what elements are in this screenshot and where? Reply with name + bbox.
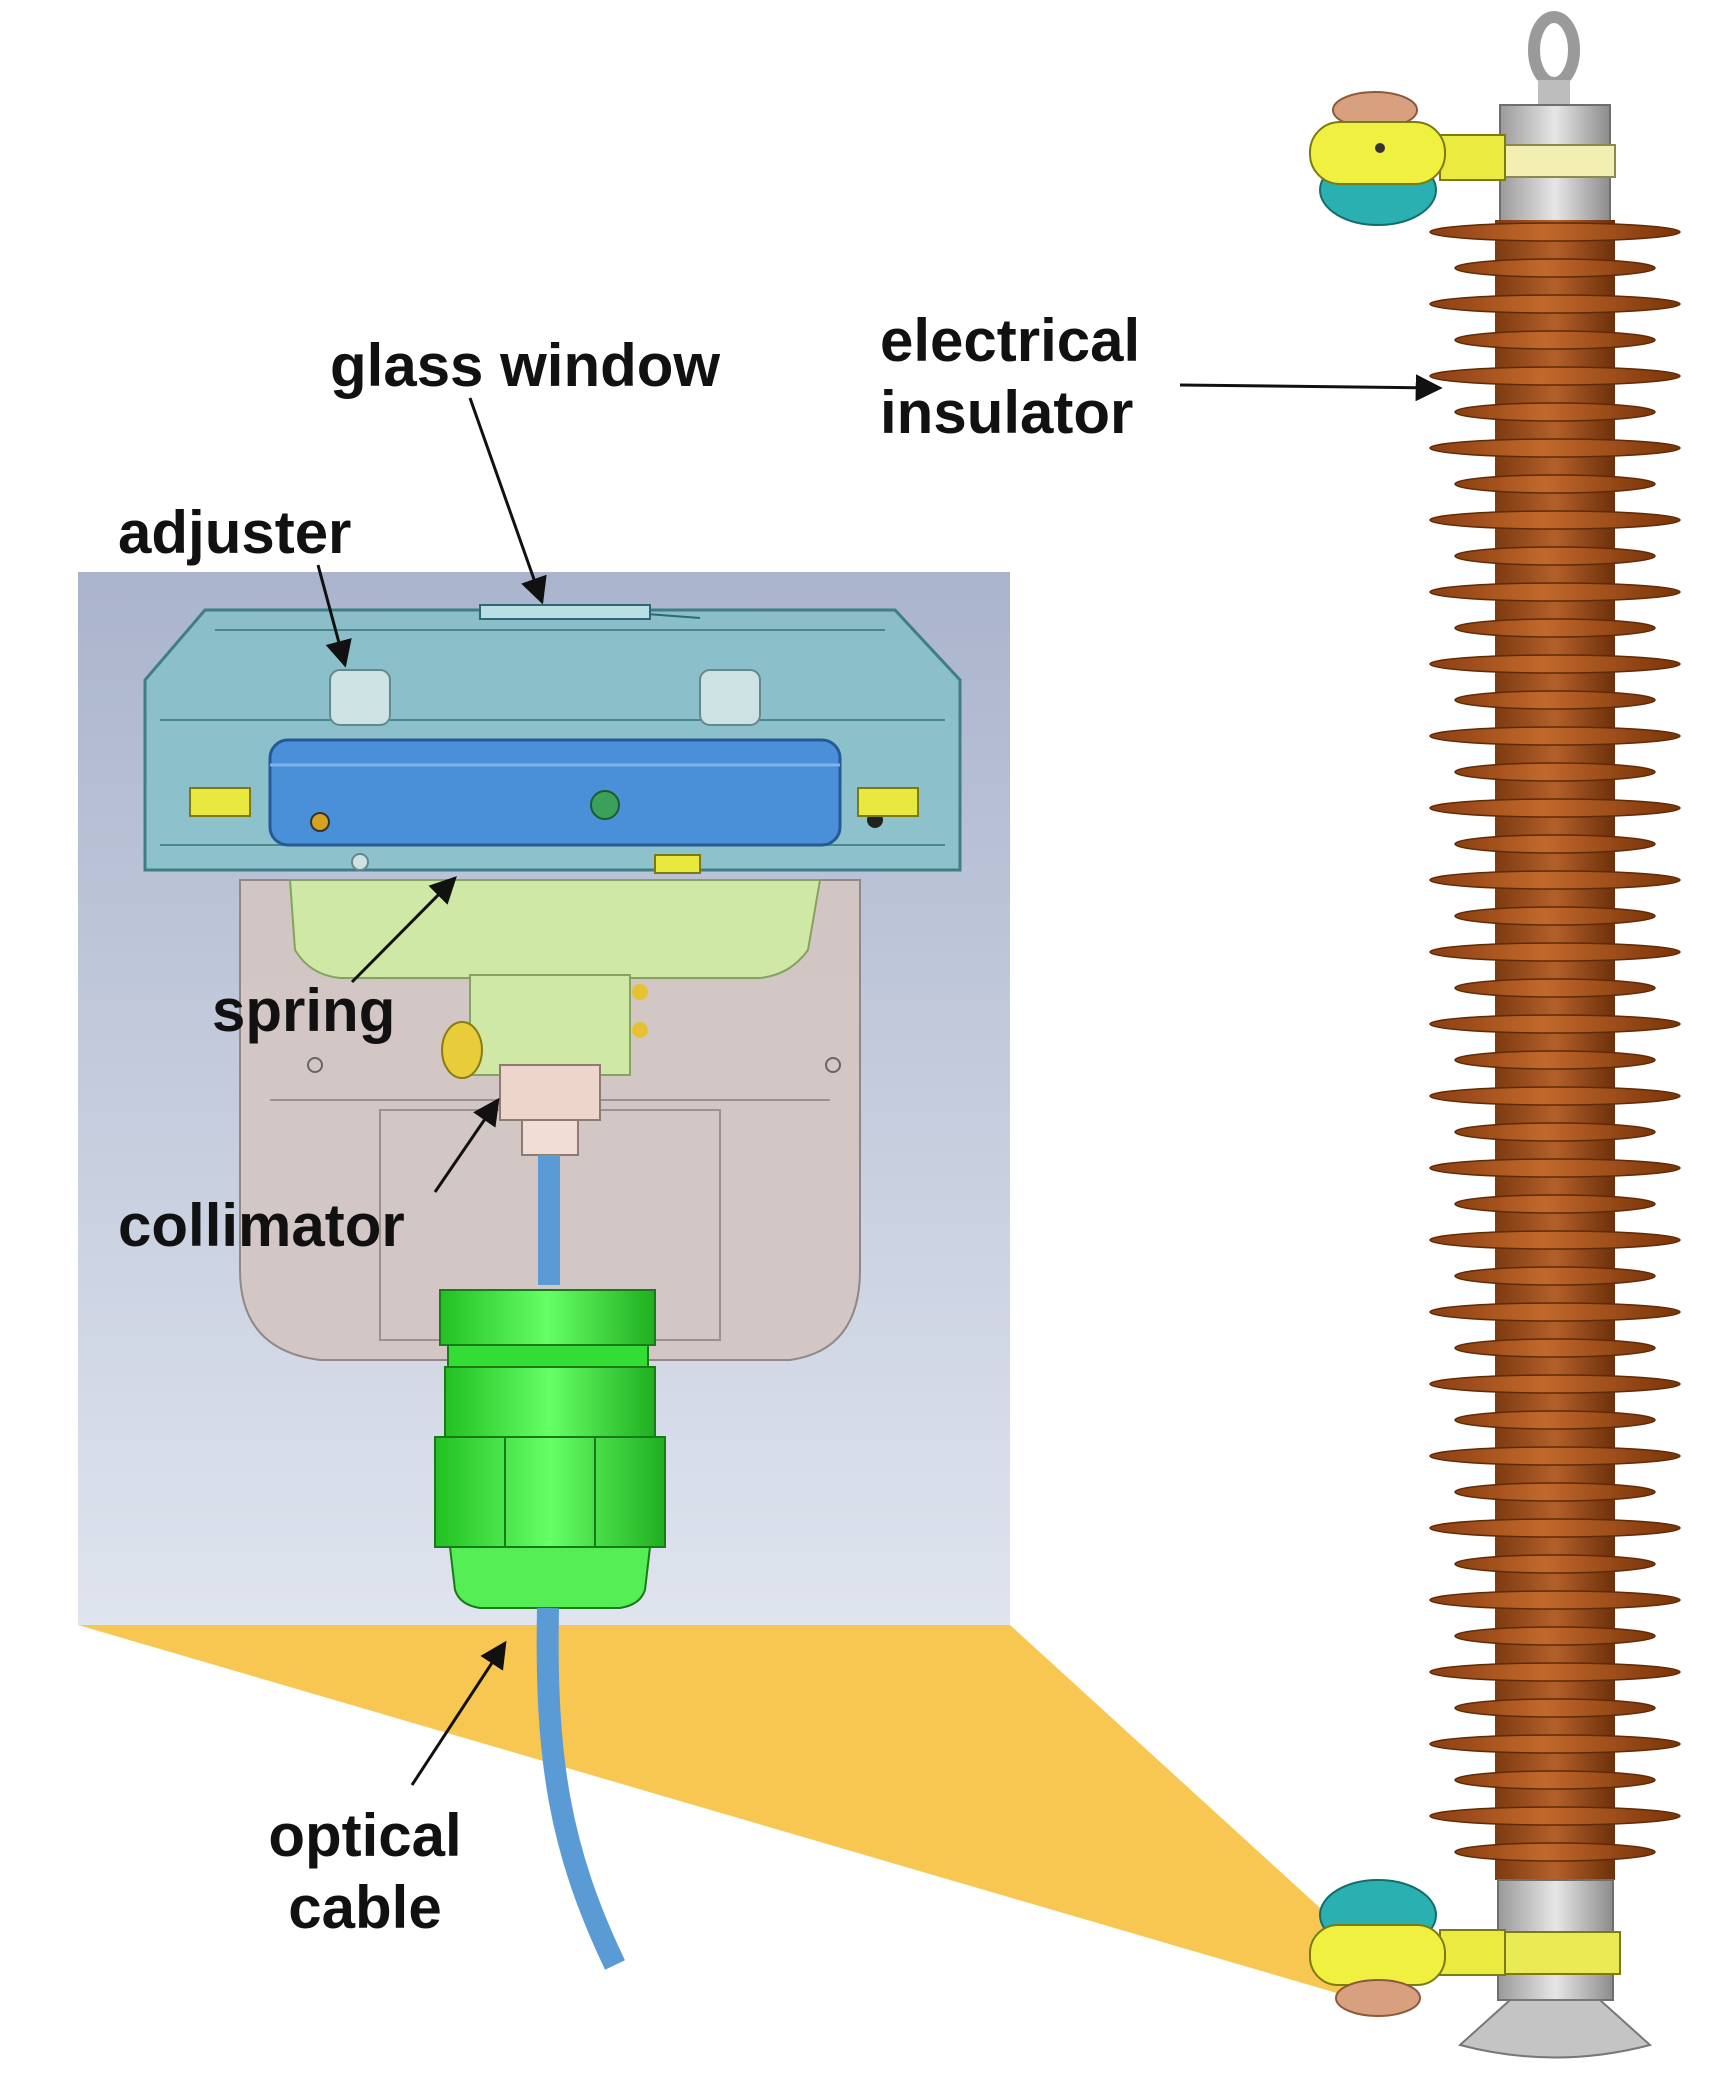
insulator-shed (1429, 438, 1681, 458)
insulator-shed (1454, 330, 1656, 350)
insulator-shed (1454, 690, 1656, 710)
optical-cable-fiber (536, 1607, 625, 1970)
insulator-shed (1454, 906, 1656, 926)
insulator-shed (1454, 1266, 1656, 1286)
insulator-shed (1454, 1338, 1656, 1358)
insulator-shed (1429, 1806, 1681, 1826)
leader-arrows (316, 374, 1443, 1786)
label-adjuster: adjuster (118, 499, 352, 566)
insulator-shed (1429, 1662, 1681, 1682)
insulator-shed (1429, 1374, 1681, 1394)
insulator-shed (1454, 1698, 1656, 1718)
insulator-shed (1429, 942, 1681, 962)
insulator-shed (1429, 1734, 1681, 1754)
label-optical-cable: optical cable (240, 1800, 490, 1944)
insulator-shed (1454, 474, 1656, 494)
arrow-adjuster (316, 564, 352, 668)
insulator-shed (1429, 798, 1681, 818)
label-glass-window: glass window (330, 332, 721, 399)
insulator-shed (1429, 1158, 1681, 1178)
zoom-cone (78, 1625, 1410, 2010)
label-optical-cable-line2: cable (288, 1874, 442, 1941)
insulator-shed (1429, 654, 1681, 674)
insulator-shed (1429, 1302, 1681, 1322)
insulator-shed (1429, 726, 1681, 746)
insulator-shed (1429, 294, 1681, 314)
insulator-shed (1454, 1842, 1656, 1862)
insulator-shed (1454, 1626, 1656, 1646)
insulator-shed (1429, 1518, 1681, 1538)
insulator-shed (1429, 1086, 1681, 1106)
insulator-shed (1454, 1194, 1656, 1214)
label-electrical-insulator-line2: insulator (880, 379, 1134, 446)
insulator-shed (1429, 582, 1681, 602)
insulator-sheds (1429, 222, 1681, 1862)
insulator-shed (1454, 618, 1656, 638)
insulator-shed (1454, 258, 1656, 278)
insulator-shed (1429, 1590, 1681, 1610)
insulator-shed (1454, 978, 1656, 998)
label-collimator: collimator (118, 1192, 405, 1259)
label-optical-cable-line1: optical (268, 1802, 462, 1869)
arrow-collimator (433, 1097, 500, 1193)
arrow-optical-cable (410, 1640, 507, 1786)
insulator-shed (1454, 834, 1656, 854)
label-electrical-insulator: electrical insulator (880, 305, 1140, 449)
arrow-spring (350, 876, 457, 984)
insulator-shed (1429, 1014, 1681, 1034)
label-electrical-insulator-line1: electrical (880, 307, 1141, 374)
insulator-shed (1454, 762, 1656, 782)
insulator-shed (1429, 366, 1681, 386)
insulator-shed (1454, 1770, 1656, 1790)
insulator-shed (1454, 1122, 1656, 1142)
insulator-shed (1429, 1230, 1681, 1250)
insulator-shed (1429, 510, 1681, 530)
insulator-shed (1454, 1482, 1656, 1502)
arrow-electrical-insulator (1179, 374, 1443, 402)
insulator-shed (1454, 1554, 1656, 1574)
optical-sensor-cad-icon (143, 604, 962, 1609)
insulator-shed (1429, 222, 1681, 242)
insulator-shed (1429, 870, 1681, 890)
insulator-shed (1454, 1050, 1656, 1070)
label-spring: spring (212, 977, 396, 1044)
insulator-shed (1454, 1410, 1656, 1430)
insulator-column-icon (1309, 11, 1681, 2059)
insulator-shed (1454, 402, 1656, 422)
insulator-shed (1454, 546, 1656, 566)
insulator-shed (1429, 1446, 1681, 1466)
arrow-glass-window (468, 397, 547, 605)
